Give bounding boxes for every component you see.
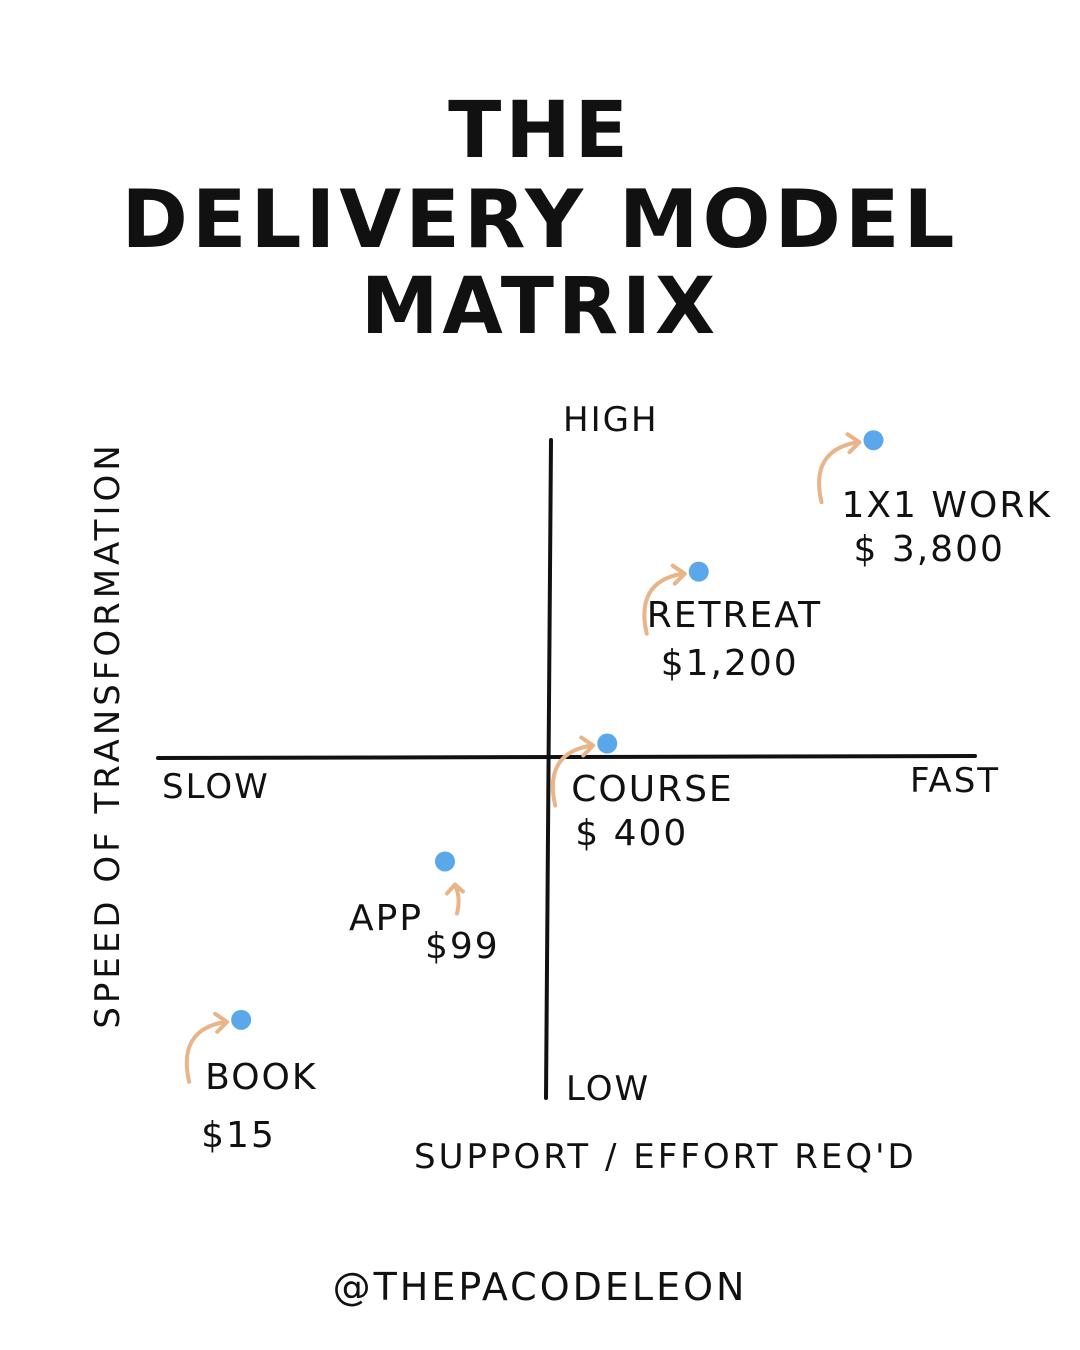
point-price-label: $ 3,800: [853, 529, 1005, 571]
x-axis-low-label: SLOW: [162, 767, 270, 807]
author-handle: @THEPACODELEON: [332, 1265, 748, 1309]
point-name-label: RETREAT: [646, 594, 823, 636]
y-axis-title: SPEED OF TRANSFORMATION: [88, 441, 128, 1029]
pointer-arrow: [184, 1011, 230, 1084]
point-price-label: $99: [425, 926, 500, 968]
point-price-label: $15: [201, 1114, 276, 1156]
title-line-1: THE: [448, 86, 632, 176]
pointer-arrow: [817, 432, 862, 505]
point-price-label: $1,200: [660, 642, 799, 684]
y-axis-line: [544, 438, 553, 1100]
point-price-label: $ 400: [575, 812, 689, 854]
chart-marks: [184, 430, 884, 1084]
y-axis-low-label: LOW: [566, 1069, 651, 1109]
pointer-arrow: [550, 735, 596, 808]
title-line-3: MATRIX: [360, 262, 720, 352]
data-point: [863, 430, 884, 451]
title-line-2: DELIVERY MODEL: [121, 173, 959, 266]
data-point: [597, 733, 618, 754]
x-axis-title: SUPPORT / EFFORT REQ'D: [414, 1137, 917, 1177]
y-axis-high-label: HIGH: [563, 400, 659, 440]
data-point: [231, 1009, 252, 1030]
point-name-label: COURSE: [571, 768, 734, 810]
pointer-arrow: [642, 563, 687, 636]
point-name-label: BOOK: [205, 1056, 318, 1098]
point-name-label: APP: [349, 898, 424, 940]
x-axis-high-label: FAST: [910, 761, 1001, 801]
pointer-arrow: [445, 882, 465, 916]
point-name-label: 1X1 WORK: [841, 485, 1052, 527]
data-point: [435, 851, 455, 872]
data-point: [688, 561, 709, 582]
